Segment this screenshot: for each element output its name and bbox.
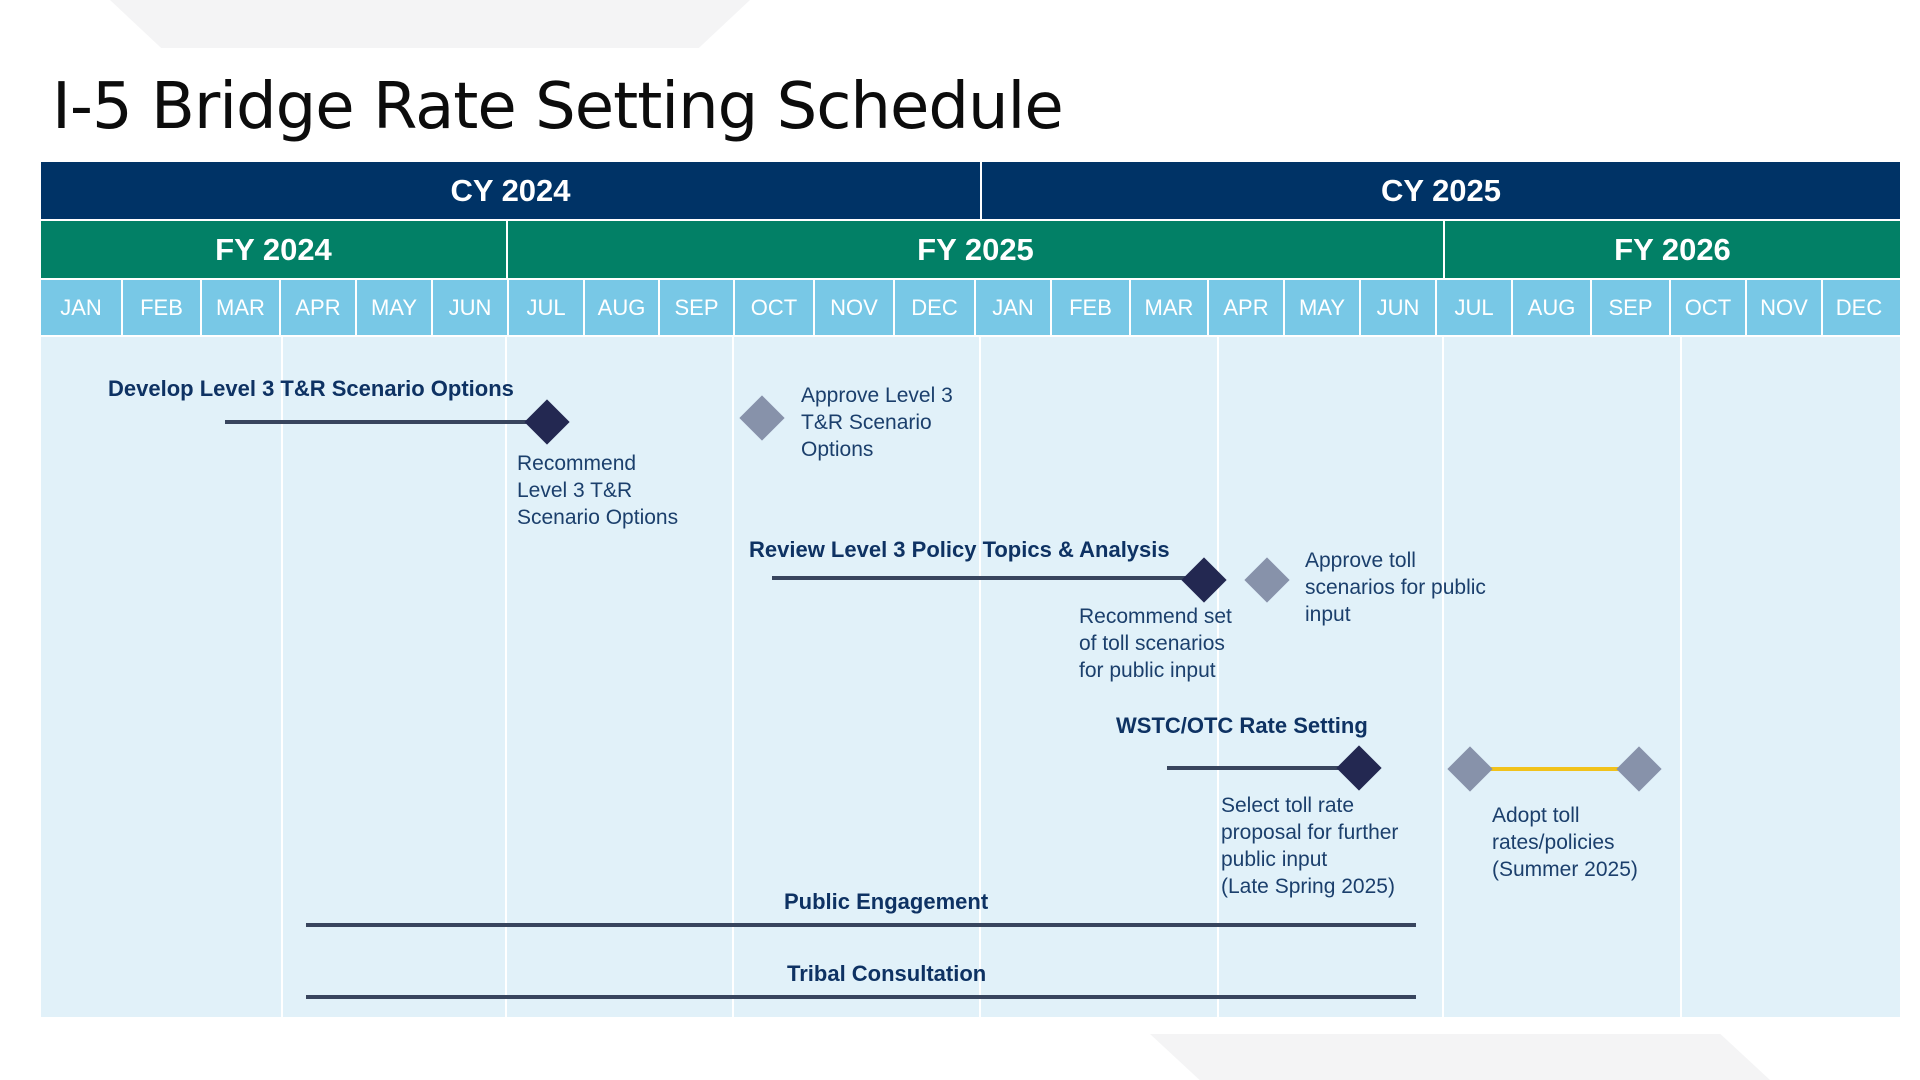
month-cell-jun-2024: JUN [431, 280, 507, 335]
approve-scenarios-note: Approve toll scenarios for public input [1305, 549, 1486, 626]
month-cell-mar-2025: MAR [1129, 280, 1207, 335]
adopt-rates-note: Adopt toll rates/policies (Summer 2025) [1492, 804, 1638, 881]
month-cell-jan-2024: JAN [60, 294, 102, 320]
month-cell-feb-2024: FEB [121, 280, 200, 335]
month-cell-aug-2024: AUG [583, 280, 658, 335]
fy-2026-cell: FY 2026 [1443, 221, 1900, 278]
gridline [979, 337, 981, 1017]
track-label-develop: Develop Level 3 T&R Scenario Options [108, 376, 514, 401]
month-cell-dec-2024: DEC [893, 280, 974, 335]
gridline [1217, 337, 1219, 1017]
month-cell-jan-2025: JAN [974, 280, 1050, 335]
track-label-public-engagement: Public Engagement [784, 889, 989, 914]
month-cell-apr-2024: APR [279, 280, 355, 335]
month-cell-sep-2025: SEP [1590, 280, 1669, 335]
track-label-rate-setting: WSTC/OTC Rate Setting [1116, 713, 1368, 738]
gridline [505, 337, 507, 1017]
recommend-scenarios-note: Recommend set of toll scenarios for publ… [1079, 605, 1232, 682]
month-cell-mar-2024: MAR [200, 280, 279, 335]
month-cell-jul-2025: JUL [1435, 280, 1511, 335]
month-cell-jul-2024: JUL [507, 280, 583, 335]
calendar-year-header: CY 2024 CY 2025 [41, 162, 1900, 219]
gridline [1680, 337, 1682, 1017]
cy-2025-cell: CY 2025 [980, 162, 1900, 219]
month-cell-dec-2025: DEC [1821, 280, 1895, 335]
month-cell-feb-2025: FEB [1050, 280, 1129, 335]
cy-2024-cell: CY 2024 [450, 172, 571, 208]
tribal-consultation-bar [306, 995, 1416, 999]
gridline [732, 337, 734, 1017]
month-cell-aug-2025: AUG [1511, 280, 1590, 335]
track-label-review: Review Level 3 Policy Topics & Analysis [749, 537, 1170, 562]
fiscal-year-header: FY 2024 FY 2025 FY 2026 [41, 221, 1900, 278]
fy-2025-cell: FY 2025 [506, 221, 1443, 278]
approve-options-note: Approve Level 3 T&R Scenario Options [801, 384, 953, 461]
month-cell-sep-2024: SEP [658, 280, 733, 335]
month-cell-may-2025: MAY [1283, 280, 1359, 335]
select-rate-note: Select toll rate proposal for further pu… [1221, 794, 1399, 898]
track-label-tribal-consultation: Tribal Consultation [787, 961, 987, 986]
timeline-body [41, 337, 1900, 1017]
decorative-band-bottom [1150, 1034, 1770, 1080]
develop-bar [225, 420, 545, 424]
recommend-options-note: Recommend Level 3 T&R Scenario Options [517, 452, 679, 529]
rate-setting-bar [1167, 766, 1362, 770]
month-cell-may-2024: MAY [355, 280, 431, 335]
month-cell-nov-2024: NOV [813, 280, 893, 335]
decorative-band-top [110, 0, 750, 48]
month-cell-oct-2025: OCT [1669, 280, 1745, 335]
month-cell-nov-2025: NOV [1745, 280, 1821, 335]
month-cell-jun-2025: JUN [1359, 280, 1435, 335]
gridline [1442, 337, 1444, 1017]
gridline [281, 337, 283, 1017]
review-bar [772, 576, 1206, 580]
month-cell-oct-2024: OCT [733, 280, 813, 335]
month-cell-apr-2025: APR [1207, 280, 1283, 335]
fy-2024-cell: FY 2024 [215, 231, 332, 267]
page-title: I-5 Bridge Rate Setting Schedule [52, 70, 1064, 144]
adoption-period-bar [1470, 767, 1638, 771]
public-engagement-bar [306, 923, 1416, 927]
